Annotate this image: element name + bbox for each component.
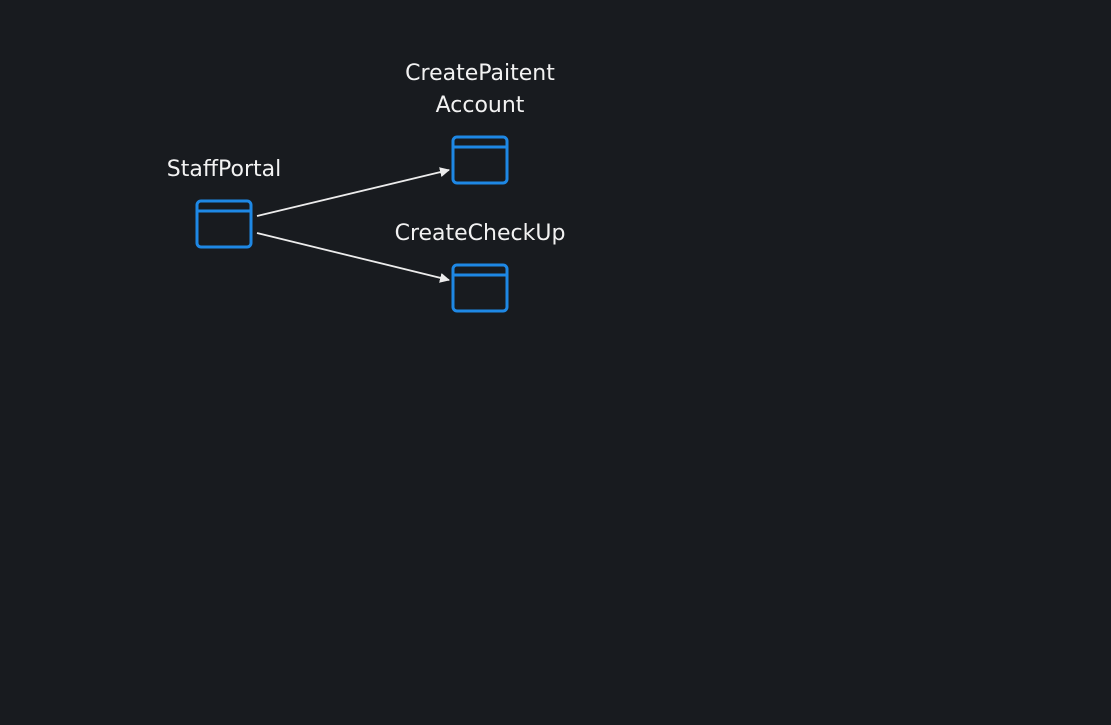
edge-arrow-staff-portal-to-create-checkup bbox=[256, 232, 450, 283]
node-label: StaffPortal bbox=[166, 157, 282, 182]
node-label: CreateCheckUp bbox=[394, 221, 566, 246]
window-icon[interactable] bbox=[451, 135, 509, 185]
edge-arrow-staff-portal-to-create-patient-account bbox=[256, 167, 450, 217]
node-label: CreatePaitent Account bbox=[405, 61, 555, 118]
window-icon[interactable] bbox=[451, 263, 509, 313]
window-icon[interactable] bbox=[195, 199, 253, 249]
